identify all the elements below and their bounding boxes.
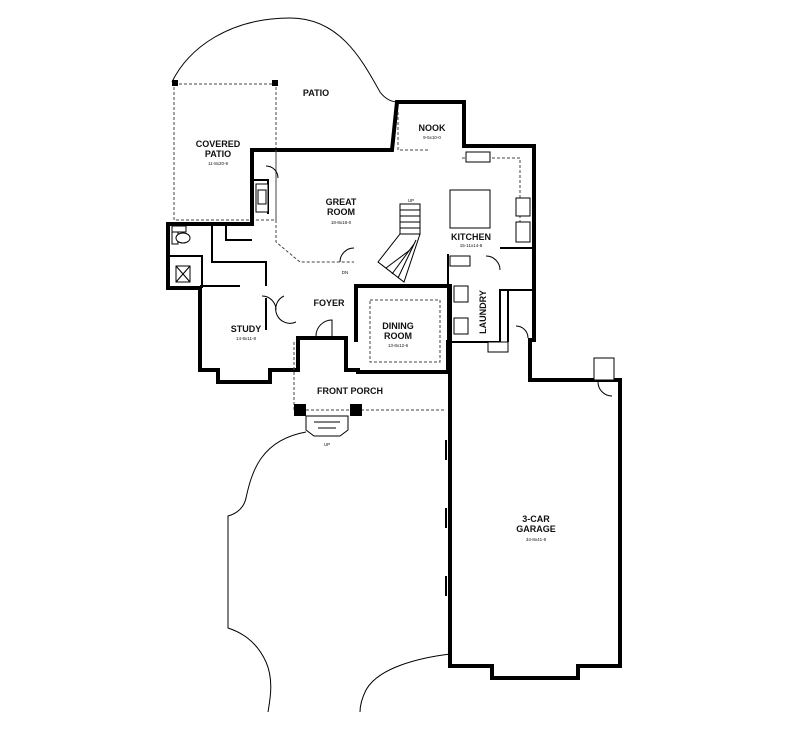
patio-post (272, 80, 278, 86)
great-room-dims: 18-8x18-0 (331, 220, 352, 225)
interior-wall (225, 224, 252, 241)
front-porch-label: FRONT PORCH (317, 386, 383, 396)
dining-ceiling-outline (369, 299, 441, 363)
study-label: STUDY (231, 324, 262, 334)
study-door (261, 295, 277, 311)
interior-wall (168, 255, 203, 288)
patio-outline (171, 17, 399, 103)
patio-post (172, 80, 178, 86)
covered-patio-dims: 11-8x20-9 (208, 161, 228, 166)
dining-room-dims: 13-8x12-6 (388, 343, 409, 348)
garage-label: 3-CAR (522, 514, 550, 524)
laundry-label: LAUNDRY (478, 290, 488, 334)
great-room-label: ROOM (327, 207, 355, 217)
fridge (515, 221, 531, 243)
stairs-up-label: UP (408, 198, 414, 203)
great-room-door (265, 165, 279, 179)
front-wall (296, 336, 450, 374)
washer (453, 285, 469, 303)
kitchen-label: KITCHEN (451, 232, 491, 242)
garage-side-door (597, 381, 613, 397)
dining-wall (354, 284, 452, 374)
vanity (171, 225, 187, 233)
covered-patio-label: PATIO (205, 149, 231, 159)
dining-room-label: ROOM (384, 331, 412, 341)
study-dims: 14-8x11-8 (236, 336, 256, 341)
staircase: UP DN (342, 198, 421, 283)
pantry (449, 255, 471, 267)
garage-dims: 34-8x41-8 (526, 537, 547, 542)
kitchen-sink (465, 151, 491, 163)
porch-steps (305, 415, 349, 437)
front-walk-outline (227, 431, 307, 713)
garage-wall (448, 370, 622, 680)
dn-door (339, 247, 355, 263)
great-room-ceiling-line (275, 150, 354, 263)
porch-column (350, 404, 362, 416)
garage-step (487, 341, 509, 353)
range (515, 197, 531, 217)
garage-door-swing (515, 325, 529, 339)
kitchen-island (449, 189, 491, 229)
covered-patio-label: COVERED (196, 139, 241, 149)
driveway-outline (359, 653, 451, 713)
study-door (275, 295, 297, 324)
front-door (315, 319, 333, 337)
dryer (453, 317, 469, 335)
dining-room-label: DINING (382, 321, 414, 331)
garage-label: GARAGE (516, 524, 556, 534)
exterior-wall (250, 100, 622, 382)
nook-dims: 9-5x10-0 (423, 135, 441, 140)
great-room-label: GREAT (326, 197, 357, 207)
interior-wall (211, 224, 267, 286)
fireplace-inner (257, 189, 267, 205)
laundry-door (485, 255, 501, 271)
nook-label: NOOK (419, 123, 447, 133)
toilet-bowl (175, 232, 191, 244)
porch-up-label: UP (324, 442, 330, 447)
exterior-wall (166, 148, 300, 384)
stairs-dn-label: DN (342, 270, 349, 275)
nook-ceiling-line (397, 112, 430, 151)
kitchen-dims: 15-11x14-8 (460, 243, 483, 248)
garage-chimney (593, 357, 615, 381)
patio-label: PATIO (303, 88, 329, 98)
foyer-label: FOYER (313, 298, 345, 308)
porch-column (294, 404, 306, 416)
